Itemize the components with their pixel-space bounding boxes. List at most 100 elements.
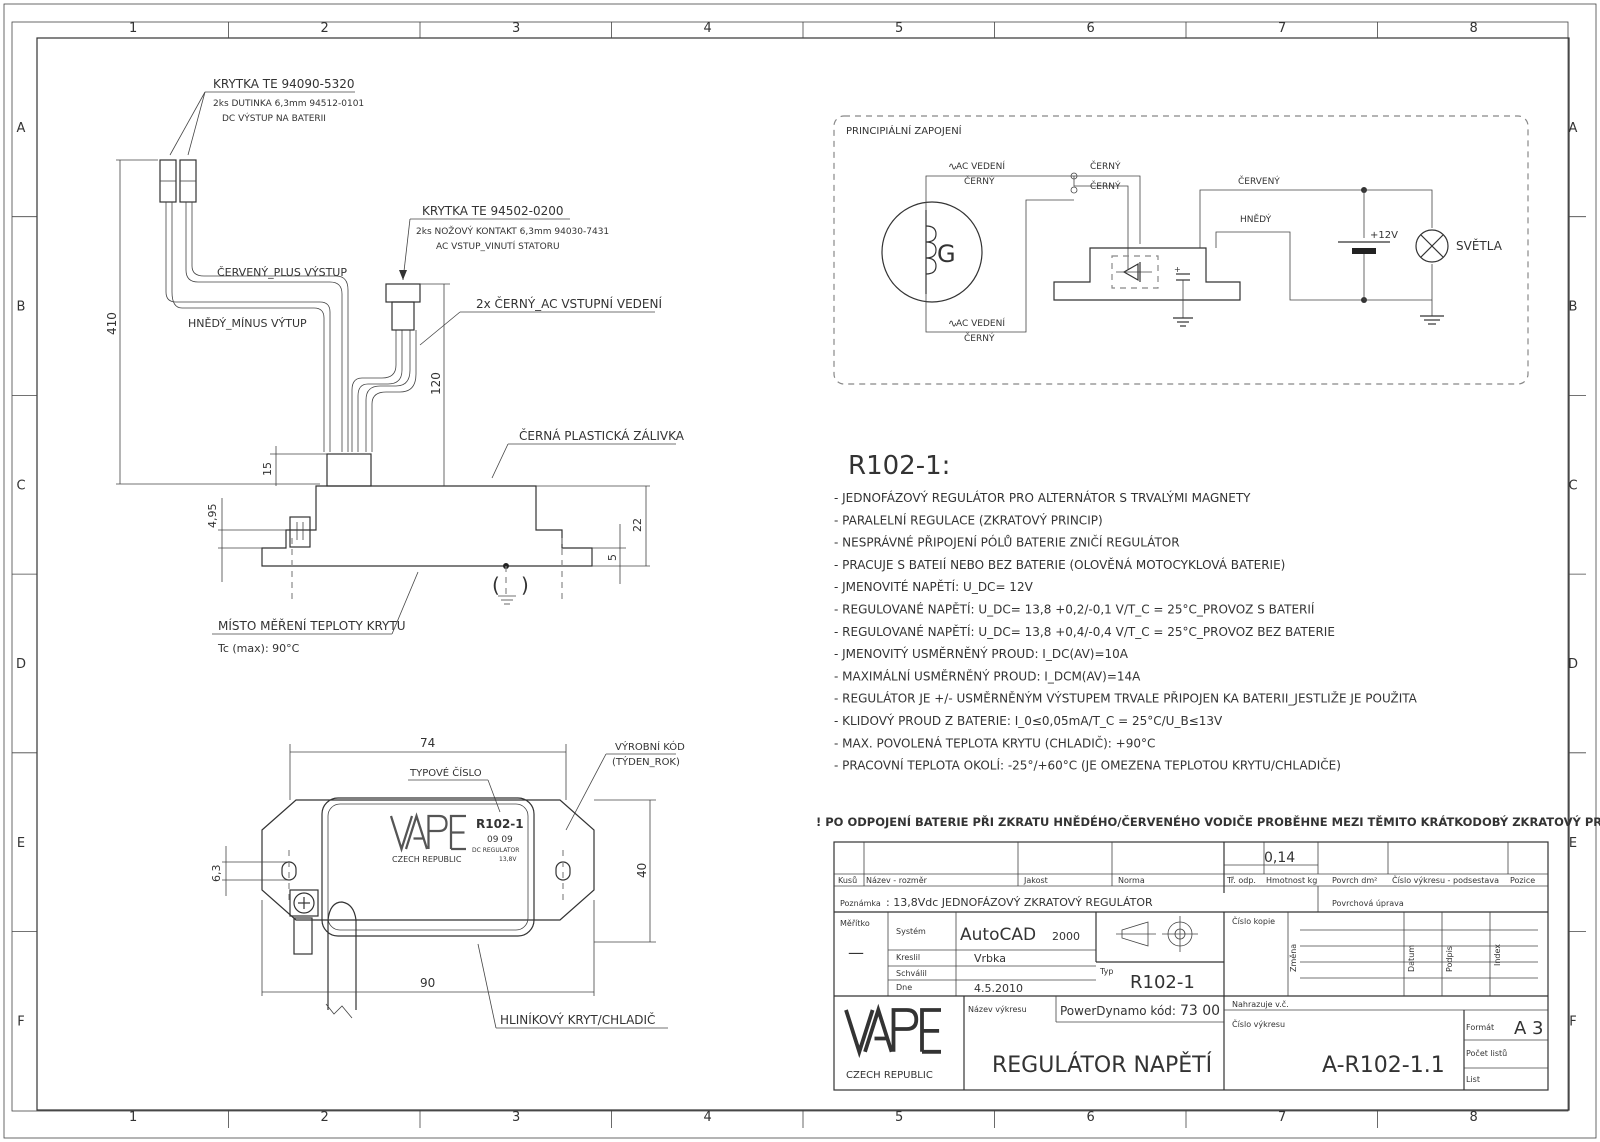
schematic-title: PRINCIPIÁLNÍ ZAPOJENÍ	[846, 124, 962, 137]
grid-row-D: D	[16, 657, 26, 672]
dim-15: 15	[261, 462, 274, 476]
label-cover-out: KRYTKA TE 94090-5320	[213, 77, 355, 91]
grid-row-F: F	[17, 1015, 24, 1030]
dim-4-95: 4,95	[206, 504, 219, 529]
typ-value: R102-1	[1130, 972, 1195, 993]
grid-row-B: B	[17, 300, 26, 315]
label-cover-in-sub2: AC VSTUP_VINUTÍ STATORU	[436, 240, 560, 252]
typ-label: Typ	[1099, 967, 1113, 976]
grid-row-E: E	[1569, 836, 1577, 851]
label-temp-point: MÍSTO MĚŘENÍ TEPLOTY KRYTU	[218, 618, 406, 633]
label-tc-max: Tc (max): 90°C	[217, 642, 300, 655]
system-value: AutoCAD	[960, 925, 1036, 945]
system-version: 2000	[1052, 930, 1080, 943]
ac-top-color: ČERNÝ	[964, 175, 995, 187]
regulator-top-outline	[261, 799, 595, 921]
grid-row-C: C	[16, 478, 25, 493]
spec-item: - REGULOVANÉ NAPĚTÍ: U_DC= 13,8 +0,4/-0,…	[834, 624, 1335, 639]
label-cover-in: KRYTKA TE 94502-0200	[422, 204, 564, 218]
warning-text: ! PO ODPOJENÍ BATERIE PŘI ZKRATU HNĚDÉHO…	[816, 814, 1600, 829]
vape-logo	[844, 1003, 942, 1059]
label-cover-out-sub1: 2ks DUTINKA 6,3mm 94512-0101	[213, 99, 364, 109]
grid-col-1: 1	[129, 21, 137, 36]
svg-text:∿: ∿	[948, 160, 957, 173]
label-brown-minus: HNĚDÝ_MÍNUS VÝTUP	[188, 317, 307, 330]
pocet-listu-label: Počet listů	[1466, 1048, 1507, 1058]
grid-col-3: 3	[512, 1110, 520, 1125]
system-label: Systém	[896, 926, 926, 936]
pd-kod-value: 73 00	[1180, 1003, 1220, 1019]
h-trodp: Tř. odp.	[1226, 876, 1256, 885]
povrch-uprava: Povrchová úprava	[1332, 899, 1404, 908]
grid-col-4: 4	[704, 21, 712, 36]
cislo-kopie: Číslo kopie	[1232, 915, 1275, 926]
label-cover-in-sub1: 2ks NOŽOVÝ KONTAKT 6,3mm 94030-7431	[416, 225, 609, 237]
wiring-side-view: KRYTKA TE 94090-5320 2ks DUTINKA 6,3mm 9…	[105, 77, 685, 655]
ac-top-label: AC VEDENÍ	[956, 160, 1005, 172]
grid-col-7: 7	[1278, 21, 1286, 36]
title-block: 0,14 Kusů Název - rozměr Jakost Norma Tř…	[833, 841, 1549, 1091]
outer-frame	[3, 3, 1597, 1139]
grid-col-5: 5	[895, 21, 903, 36]
list-label: List	[1466, 1075, 1480, 1084]
h-cislo-sestava: Číslo výkresu - podsestava	[1392, 874, 1499, 885]
regulator-body-side	[261, 485, 593, 567]
spec-item: - NESPRÁVNÉ PŘIPOJENÍ PÓLŮ BATERIE ZNIČÍ…	[834, 535, 1180, 550]
dne-value: 4.5.2010	[974, 982, 1023, 995]
brand-sub-small: CZECH REPUBLIC	[392, 855, 462, 864]
model-label: R102-1	[476, 817, 524, 831]
grid-row-A: A	[1569, 121, 1578, 136]
brown-label: HNĚDÝ	[1240, 213, 1272, 225]
dim-22: 22	[631, 518, 644, 532]
label-type-no: TYPOVÉ ČÍSLO	[409, 766, 482, 779]
ac-bot-label: AC VEDENÍ	[956, 317, 1005, 329]
drawing-title: REGULÁTOR NAPĚTÍ	[992, 1052, 1212, 1078]
principle-schematic: PRINCIPIÁLNÍ ZAPOJENÍ G AC VEDENÍ ∿ ČERN…	[833, 115, 1529, 385]
kreslil-value: Vrbka	[974, 952, 1006, 965]
date-code: 09 09	[487, 835, 513, 845]
black1-label: ČERNÝ	[1090, 160, 1121, 172]
spec-item: - JEDNOFÁZOVÝ REGULÁTOR PRO ALTERNÁTOR S…	[834, 490, 1251, 505]
kreslil-label: Kreslil	[896, 953, 920, 962]
battery-label: +12V	[1370, 230, 1398, 241]
screw-icon	[293, 892, 315, 914]
index-label: Index	[1493, 944, 1502, 966]
datum-label: Datum	[1407, 945, 1416, 972]
spec-item: - REGULOVANÉ NAPĚTÍ: U_DC= 13,8 +0,2/-0,…	[834, 602, 1315, 617]
meritko-value: —	[848, 943, 864, 962]
nahrazuje-label: Nahrazuje v.č.	[1232, 999, 1289, 1009]
red-label: ČERVENÝ	[1238, 175, 1280, 187]
grid-row-C: C	[1568, 478, 1577, 493]
regulator-symbol	[1053, 247, 1241, 301]
label-cover-out-sub2: DC VÝSTUP NA BATERII	[222, 112, 326, 124]
vape-logo-small	[389, 812, 466, 853]
h-norma: Norma	[1118, 876, 1145, 885]
volt-label: 13,8V	[499, 856, 517, 863]
grid-col-3: 3	[512, 21, 520, 36]
h-povrch: Povrch dm²	[1332, 876, 1377, 885]
cislo-vykresu-label: Číslo výkresu	[1232, 1018, 1285, 1029]
grid-col-5: 5	[895, 1110, 903, 1125]
poznamka-text: : 13,8Vdc JEDNOFÁZOVÝ ZKRATOVÝ REGULÁTOR	[886, 896, 1153, 909]
drawing-frame	[36, 37, 1570, 1111]
regulator-housing-top	[321, 797, 535, 937]
weight-value: 0,14	[1264, 850, 1295, 866]
spec-item: - MAXIMÁLNÍ USMĚRNĚNÝ PROUD: I_DCM(AV)=1…	[834, 668, 1141, 683]
podpis-label: Podpis	[1445, 946, 1454, 972]
poznamka-label: Poznámka	[840, 899, 881, 908]
svg-text:(: (	[492, 573, 500, 597]
connector-ac	[385, 283, 421, 303]
h-jakost: Jakost	[1023, 876, 1048, 885]
drawing-number: A-R102-1.1	[1322, 1053, 1445, 1078]
dim-6-3: 6,3	[210, 865, 223, 883]
label-red-plus: ČERVENÝ_PLUS VÝSTUP	[217, 266, 347, 279]
grid-col-4: 4	[704, 1110, 712, 1125]
spec-item: - KLIDOVÝ PROUD Z BATERIE: I_0≤0,05mA/T_…	[834, 713, 1223, 728]
grid-col-6: 6	[1087, 21, 1095, 36]
dim-5: 5	[606, 554, 619, 561]
potting-cap	[326, 453, 372, 487]
brand-sub: CZECH REPUBLIC	[846, 1070, 933, 1081]
label-prod-code-sub: (TÝDEN_ROK)	[612, 755, 680, 768]
spec-list: - JEDNOFÁZOVÝ REGULÁTOR PRO ALTERNÁTOR S…	[834, 490, 1418, 773]
